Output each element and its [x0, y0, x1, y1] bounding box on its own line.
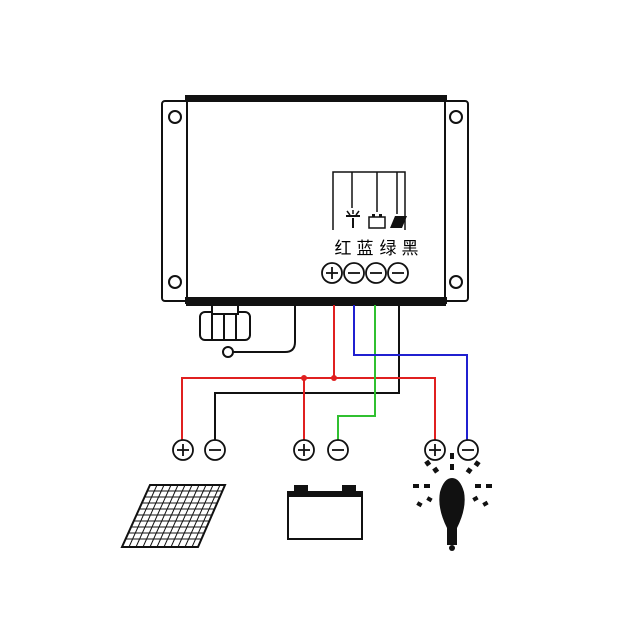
load-terminal-plus: [424, 439, 446, 461]
terminal-label-black: 黑: [402, 239, 419, 259]
terminal-block: 红 蓝 绿 黑: [321, 171, 419, 284]
light-bulb-icon: [413, 453, 492, 551]
black-wire: [214, 305, 400, 440]
red-junction: [301, 375, 307, 381]
mounting-hole: [168, 275, 182, 289]
controller-terminal-minus: [365, 262, 387, 284]
battery-icon: [287, 485, 363, 540]
controller-bottom-strip: [185, 297, 447, 304]
red-wire: [181, 305, 436, 440]
red-junction: [331, 375, 337, 381]
solar-panel-icon: [390, 216, 407, 228]
controller-terminal-minus: [343, 262, 365, 284]
blue-wire: [353, 305, 468, 440]
terminal-label-green: 绿: [380, 239, 397, 259]
controller-terminal-plus: [321, 262, 343, 284]
cable-gland: [199, 304, 296, 358]
controller-unit: 红 蓝 绿 黑: [161, 95, 469, 358]
mounting-hole: [449, 275, 463, 289]
battery-icon: [368, 214, 386, 229]
device-terminals: [172, 439, 479, 461]
terminal-label-blue: 蓝: [357, 239, 374, 259]
terminal-label-red: 红: [335, 239, 352, 259]
battery-terminal-plus: [293, 439, 315, 461]
solar-panel-icon: [120, 484, 227, 548]
green-wire: [337, 305, 376, 440]
battery-terminal-minus: [327, 439, 349, 461]
solar-terminal-minus: [204, 439, 226, 461]
mounting-hole: [168, 110, 182, 124]
controller-terminal-minus: [387, 262, 409, 284]
load-terminal-minus: [457, 439, 479, 461]
lamp-icon: [346, 210, 360, 228]
solar-terminal-plus: [172, 439, 194, 461]
controller-top-strip: [185, 95, 447, 102]
wiring: [181, 305, 468, 440]
mounting-hole: [449, 110, 463, 124]
